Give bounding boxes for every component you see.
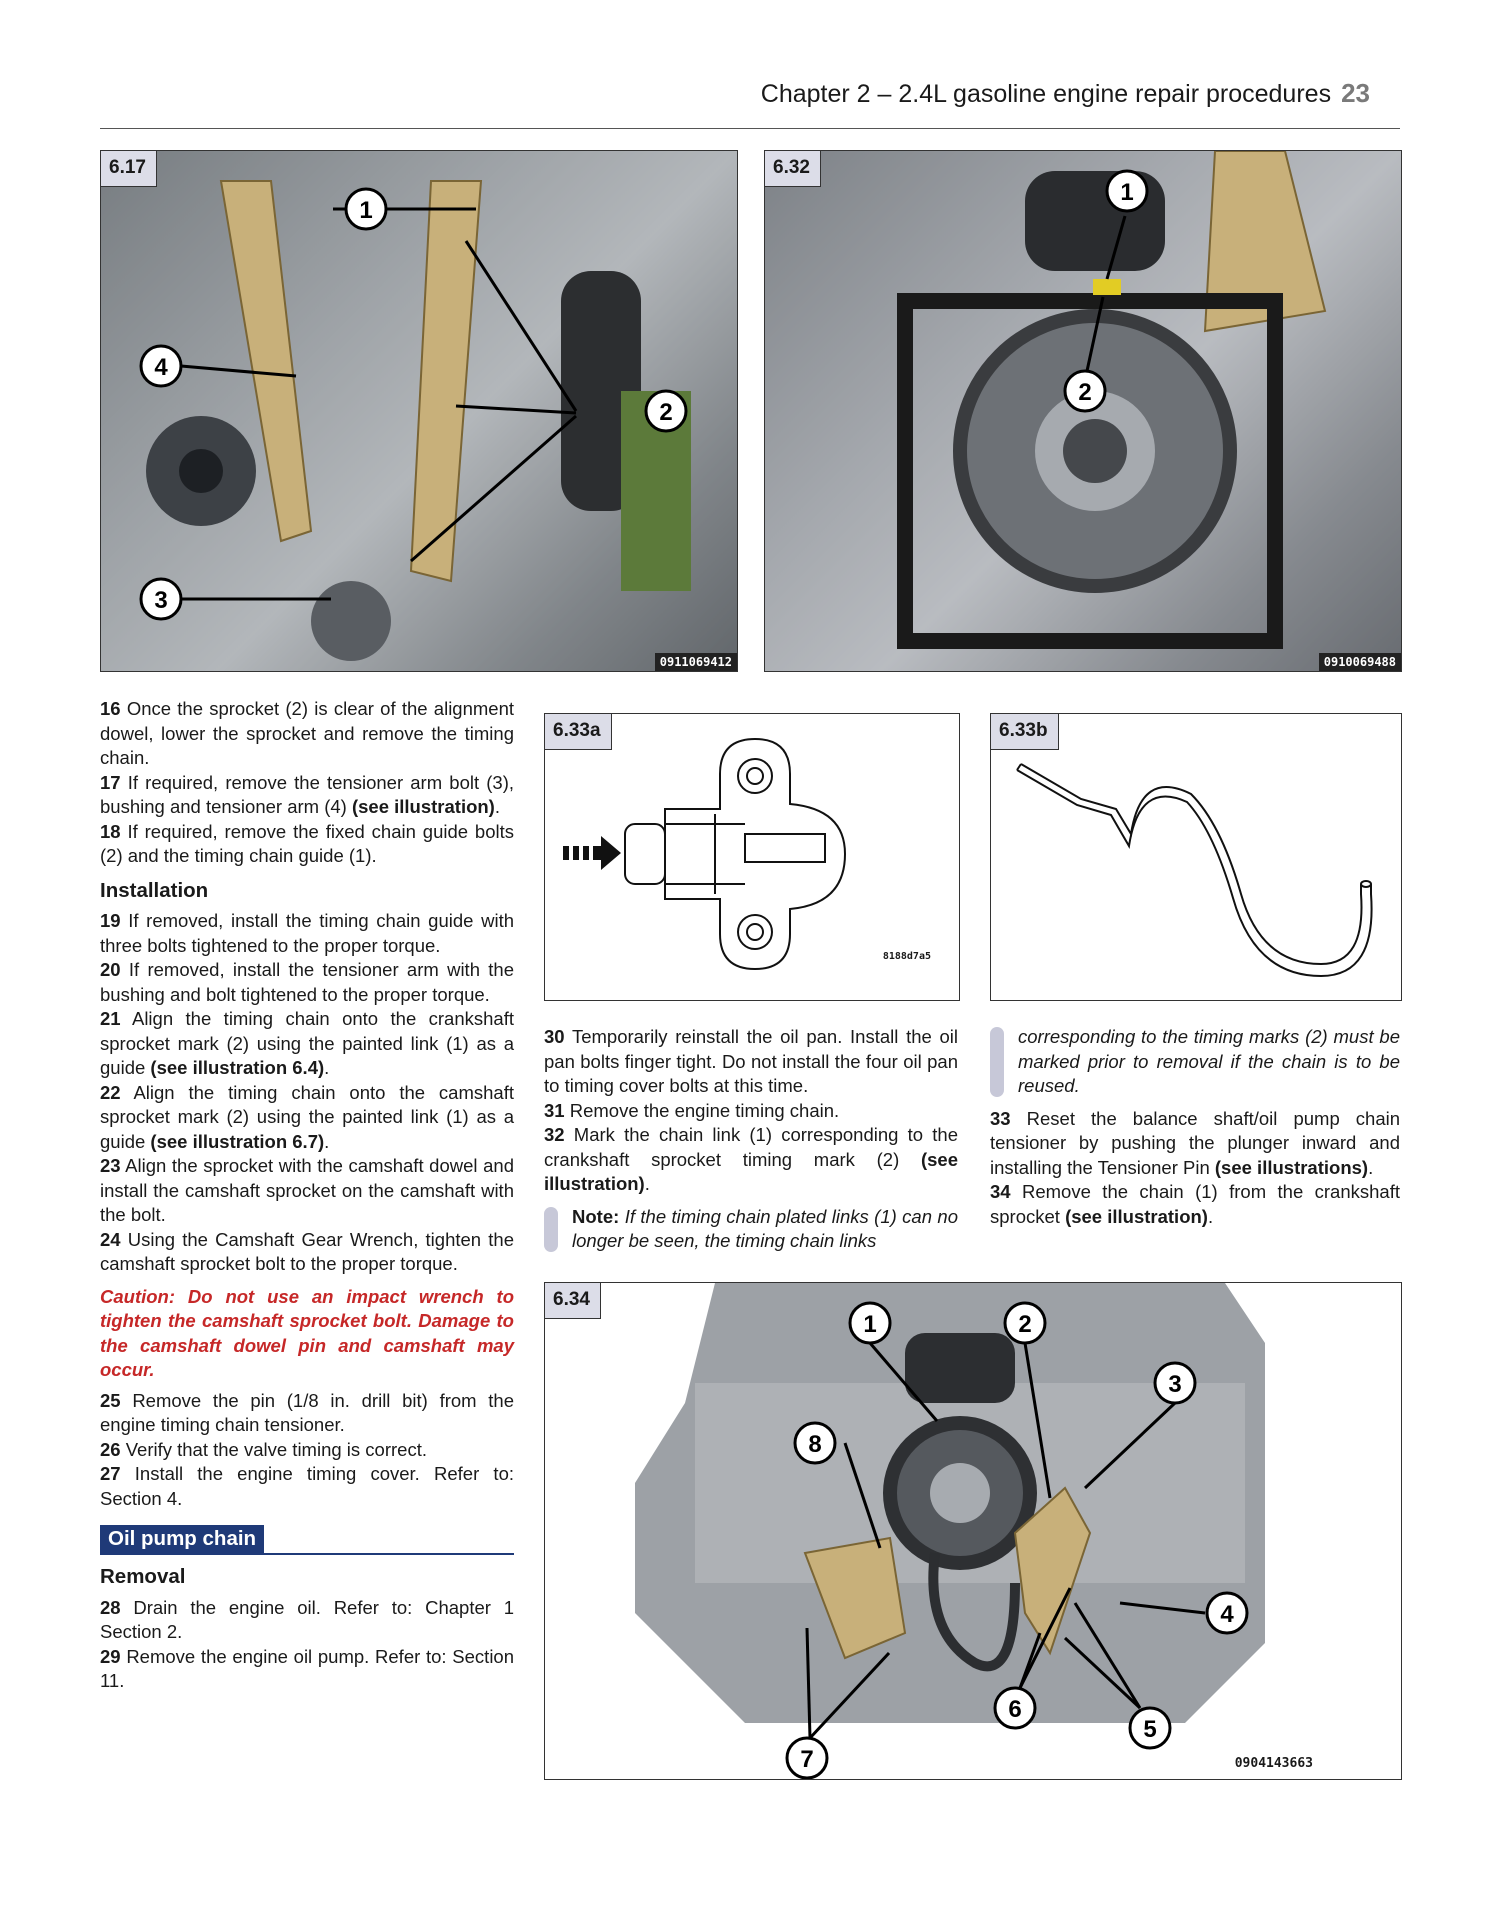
text-column-1: 16 Once the sprocket (2) is clear of the… (100, 697, 514, 1694)
step-16: 16 Once the sprocket (2) is clear of the… (100, 698, 515, 768)
heading-installation: Installation (100, 878, 209, 902)
figure-code: 0904143663 (1234, 1756, 1313, 1771)
figure-6-32: 6.32 1 2 0910069488 (764, 150, 1402, 672)
figure-6-33b-illustration (1016, 763, 1373, 978)
callout-1: 1 (863, 1311, 876, 1338)
callout-8: 8 (808, 1431, 821, 1458)
caution-text: Caution: Do not use an impact wrench to … (100, 1285, 514, 1381)
header-rule (100, 128, 1400, 129)
callout-4: 4 (154, 354, 168, 381)
heading-removal: Removal (100, 1565, 186, 1588)
callout-1: 1 (359, 197, 372, 224)
step-22: 22 Align the timing chain onto the camsh… (100, 1081, 514, 1152)
note-continued: corresponding to the timing marks (2) mu… (990, 1025, 1400, 1099)
step-33: 33 Reset the balance shaft/oil pump chai… (990, 1107, 1401, 1178)
page-number: 23 (1341, 78, 1370, 108)
note-plated-links: Note: If the timing chain plated links (… (544, 1205, 958, 1254)
step-17: 17 If required, remove the tensioner arm… (100, 771, 514, 818)
figure-code: 0911069412 (654, 653, 737, 671)
figure-label: 6.33a (545, 714, 612, 750)
callout-1: 1 (1120, 179, 1133, 206)
figure-label: 6.34 (545, 1283, 601, 1319)
figure-6-33a: 6.33a 8188d7a5 (544, 713, 960, 1001)
step-34: 34 Remove the chain (1) from the cranksh… (990, 1181, 1400, 1227)
step-31: 31 Remove the engine timing chain. (544, 1099, 840, 1121)
callout-2: 2 (659, 399, 672, 426)
callout-markers (139, 187, 688, 621)
section-heading-oil-pump-chain: Oil pump chain (100, 1525, 514, 1555)
figure-6-33a-illustration (563, 737, 847, 971)
figure-6-34: 6.34 (544, 1282, 1402, 1780)
figure-6-32-illustration: 1 2 (765, 151, 1401, 671)
step-30: 30 Temporarily reinstall the oil pan. In… (544, 1026, 958, 1096)
step-27: 27 Install the engine timing cover. Refe… (100, 1463, 514, 1509)
callout-2: 2 (1078, 379, 1091, 406)
callout-3: 3 (154, 587, 167, 614)
step-29: 29 Remove the engine oil pump. Refer to:… (100, 1645, 515, 1692)
note-marker (990, 1027, 1004, 1097)
callout-5: 5 (1143, 1716, 1156, 1743)
figure-label: 6.33b (991, 714, 1059, 750)
figure-label: 6.17 (101, 151, 157, 187)
figure-code: 0910069488 (1318, 653, 1401, 671)
text-column-2: 30 Temporarily reinstall the oil pan. In… (544, 1025, 958, 1254)
step-18: 18 If required, remove the fixed chain g… (100, 820, 515, 867)
figure-6-17: 6.17 1 2 3 4 0911069412 (100, 150, 738, 672)
callout-4: 4 (1220, 1601, 1234, 1628)
step-28: 28 Drain the engine oil. Refer to: Chapt… (100, 1596, 514, 1643)
chapter-header: Chapter 2 – 2.4L gasoline engine repair … (761, 78, 1370, 109)
step-23: 23 Align the sprocket with the camshaft … (100, 1155, 514, 1225)
figure-6-17-illustration: 1 2 3 4 (101, 151, 737, 671)
figure-6-34-illustration: 1 2 3 4 5 6 7 8 (635, 1283, 1265, 1779)
callout-7: 7 (800, 1746, 813, 1773)
figure-label: 6.32 (765, 151, 821, 187)
step-26: 26 Verify that the valve timing is corre… (100, 1438, 427, 1460)
callout-2: 2 (1018, 1311, 1031, 1338)
callout-6: 6 (1008, 1696, 1021, 1723)
figure-code: 8188d7a5 (882, 951, 931, 962)
note-marker (544, 1206, 558, 1252)
step-20: 20 If removed, install the tensioner arm… (100, 959, 514, 1005)
figure-6-33b: 6.33b (990, 713, 1402, 1001)
step-19: 19 If removed, install the timing chain … (100, 910, 515, 956)
callout-3: 3 (1168, 1371, 1181, 1398)
step-24: 24 Using the Camshaft Gear Wrench, tight… (100, 1228, 514, 1275)
chapter-title: Chapter 2 – 2.4L gasoline engine repair … (760, 80, 1332, 108)
step-25: 25 Remove the pin (1/8 in. drill bit) fr… (100, 1389, 515, 1436)
step-21: 21 Align the timing chain onto the crank… (100, 1008, 514, 1078)
text-column-3: corresponding to the timing marks (2) mu… (990, 1025, 1400, 1229)
step-32: 32 Mark the chain link (1) corresponding… (544, 1124, 958, 1194)
